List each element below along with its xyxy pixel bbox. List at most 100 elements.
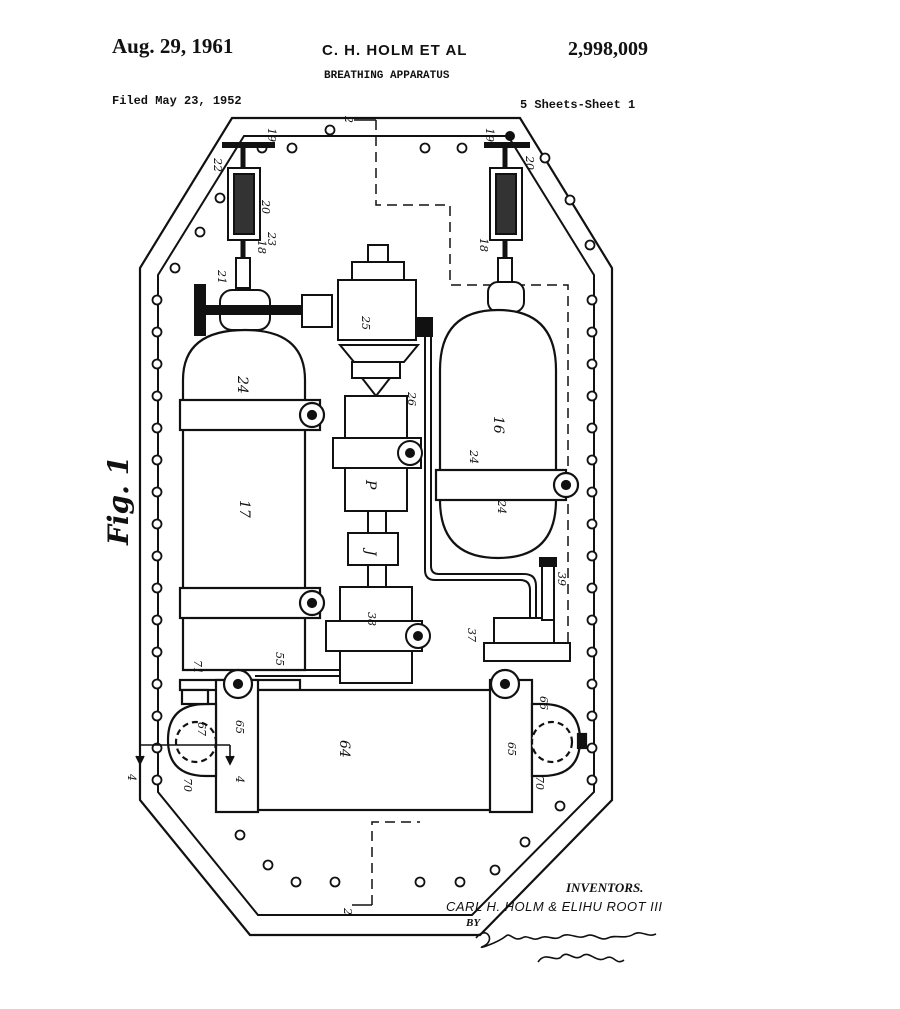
bolt [586, 582, 598, 594]
section-line-4 [135, 744, 235, 766]
ref-numeral-n65b: 65 [505, 742, 518, 756]
bolt [419, 142, 431, 154]
bolt [414, 876, 426, 888]
ref-numeral-n21: 21 [215, 269, 228, 284]
sheet-count: 5 Sheets-Sheet 1 [520, 98, 636, 112]
ref-numeral-n17: 17 [236, 500, 252, 518]
ref-numeral-n24a: 24 [234, 375, 250, 394]
ref-numeral-n16: 16 [490, 416, 506, 434]
ref-numeral-n71: 71 [191, 660, 204, 674]
ref-numeral-n18b: 18 [477, 238, 490, 252]
ref-numeral-n67: 67 [195, 722, 208, 736]
ref-numeral-n70a: 70 [181, 778, 194, 792]
bolt [151, 326, 163, 338]
bolt [456, 142, 468, 154]
bolt [584, 239, 596, 251]
ref-numeral-p: P [362, 479, 378, 490]
ref-numeral-s2bot: 2 [341, 907, 354, 915]
bolt [151, 294, 163, 306]
bolt [586, 358, 598, 370]
bolt [290, 876, 302, 888]
bolt [586, 646, 598, 658]
reference-numerals: 19222018232119201824172526PJ381624243937… [125, 115, 568, 915]
bolt [454, 876, 466, 888]
bolt [151, 390, 163, 402]
ref-numeral-n66: 66 [537, 696, 550, 710]
bolt [234, 829, 246, 841]
bolt [586, 454, 598, 466]
tube-26 [255, 336, 537, 677]
ref-numeral-n19b: 19 [483, 128, 496, 142]
bolt [586, 710, 598, 722]
ref-numeral-n38: 38 [365, 612, 378, 626]
bolt [151, 518, 163, 530]
filed-date: Filed May 23, 1952 [112, 94, 242, 108]
bolt [151, 454, 163, 466]
bolt [586, 742, 598, 754]
bolt [169, 262, 181, 274]
bolt [151, 582, 163, 594]
bolt [539, 152, 551, 164]
ref-numeral-n37: 37 [465, 628, 478, 642]
tank-17 [178, 328, 326, 672]
housing-bolts [151, 124, 598, 888]
inventors-label: INVENTORS. [566, 880, 644, 895]
bolt [586, 326, 598, 338]
bolt [151, 678, 163, 690]
ref-numeral-n24c: 24 [495, 499, 508, 514]
bolt [519, 836, 531, 848]
ref-numeral-s4a: 4 [125, 773, 138, 781]
bolt [564, 194, 576, 206]
regulator-25 [337, 244, 433, 398]
bolt [586, 614, 598, 626]
bolt [586, 486, 598, 498]
figure-label: Fig. 1 [102, 456, 135, 546]
bolt [586, 550, 598, 562]
ref-numeral-n24b: 24 [467, 449, 480, 464]
ref-numeral-s4b: 4 [233, 775, 246, 783]
unit-37 [483, 557, 571, 662]
ref-numeral-n18a: 18 [255, 240, 268, 254]
bolt [194, 226, 206, 238]
ref-numeral-n20b: 20 [523, 155, 536, 170]
bolt [151, 358, 163, 370]
ref-numeral-n25: 25 [359, 315, 372, 330]
attorney-signature [475, 932, 657, 963]
bolt [151, 422, 163, 434]
inventor-line: C. H. HOLM ET AL [322, 42, 468, 59]
ref-numeral-n23: 23 [265, 231, 278, 246]
ref-numeral-n65a: 65 [233, 720, 246, 734]
bolt [586, 390, 598, 402]
housing-inner [157, 135, 595, 916]
patent-date: Aug. 29, 1961 [112, 34, 234, 58]
patent-title: BREATHING APPARATUS [324, 70, 450, 82]
ref-numeral-n19a: 19 [265, 128, 278, 142]
housing-outer [138, 116, 614, 937]
bolt [586, 518, 598, 530]
bolt [586, 678, 598, 690]
tank-16 [434, 308, 580, 560]
inventors-names: CARL H. HOLM & ELIHU ROOT III [446, 899, 663, 914]
bolt [586, 294, 598, 306]
bolt [329, 876, 341, 888]
bolt [151, 710, 163, 722]
pump-p [325, 395, 431, 684]
ref-numeral-n55: 55 [273, 652, 286, 666]
bolt [286, 142, 298, 154]
bolt [489, 864, 501, 876]
bolt [324, 124, 336, 136]
ref-numeral-n70b: 70 [533, 776, 546, 790]
ref-numeral-n26: 26 [405, 391, 418, 406]
left-valve [194, 142, 333, 336]
section-line-2 [371, 120, 569, 905]
by-label: BY [466, 917, 481, 929]
bolt [151, 774, 163, 786]
ref-numeral-j: J [362, 547, 378, 557]
bolt [586, 422, 598, 434]
patent-number: 2,998,009 [568, 38, 648, 60]
bolt [262, 859, 274, 871]
ref-numeral-n22: 22 [211, 157, 224, 172]
bolt [151, 614, 163, 626]
bolt [214, 192, 226, 204]
